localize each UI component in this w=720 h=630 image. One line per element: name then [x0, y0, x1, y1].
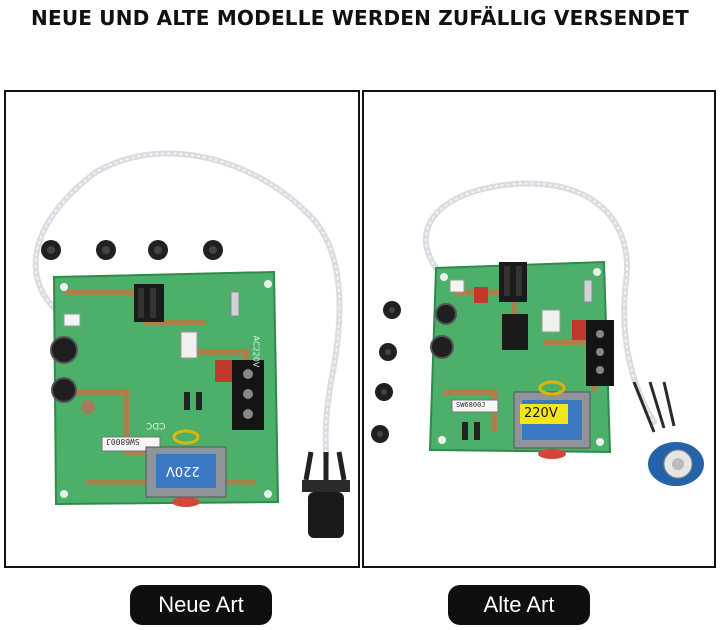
circuit-board-illustration-old	[371, 180, 704, 486]
rubber-feet	[41, 240, 223, 260]
potentiometer-knob	[302, 451, 350, 538]
circuit-board-illustration-new	[32, 150, 350, 538]
board-marking-1: SW6800J	[106, 437, 140, 446]
board-marking-2: CDC	[146, 420, 166, 430]
rubber-feet	[371, 301, 401, 443]
product-photo-old-model: 220V SW6800J	[362, 90, 716, 568]
caption-old-model: Alte Art	[448, 585, 590, 625]
board-marking-3: AC220V	[251, 335, 261, 368]
pcb-board	[428, 260, 614, 459]
transformer-label: 220V	[524, 406, 558, 421]
board-marking-1: SW6800J	[456, 401, 486, 409]
caption-new-model: Neue Art	[130, 585, 272, 625]
pcb-board	[50, 270, 280, 507]
headline: NEUE UND ALTE MODELLE WERDEN ZUFÄLLIG VE…	[31, 6, 689, 30]
product-photo-new-model: 220V SW6800J CDC AC220V	[4, 90, 360, 568]
potentiometer-knob	[632, 381, 704, 486]
transformer-label: 220V	[166, 463, 200, 478]
